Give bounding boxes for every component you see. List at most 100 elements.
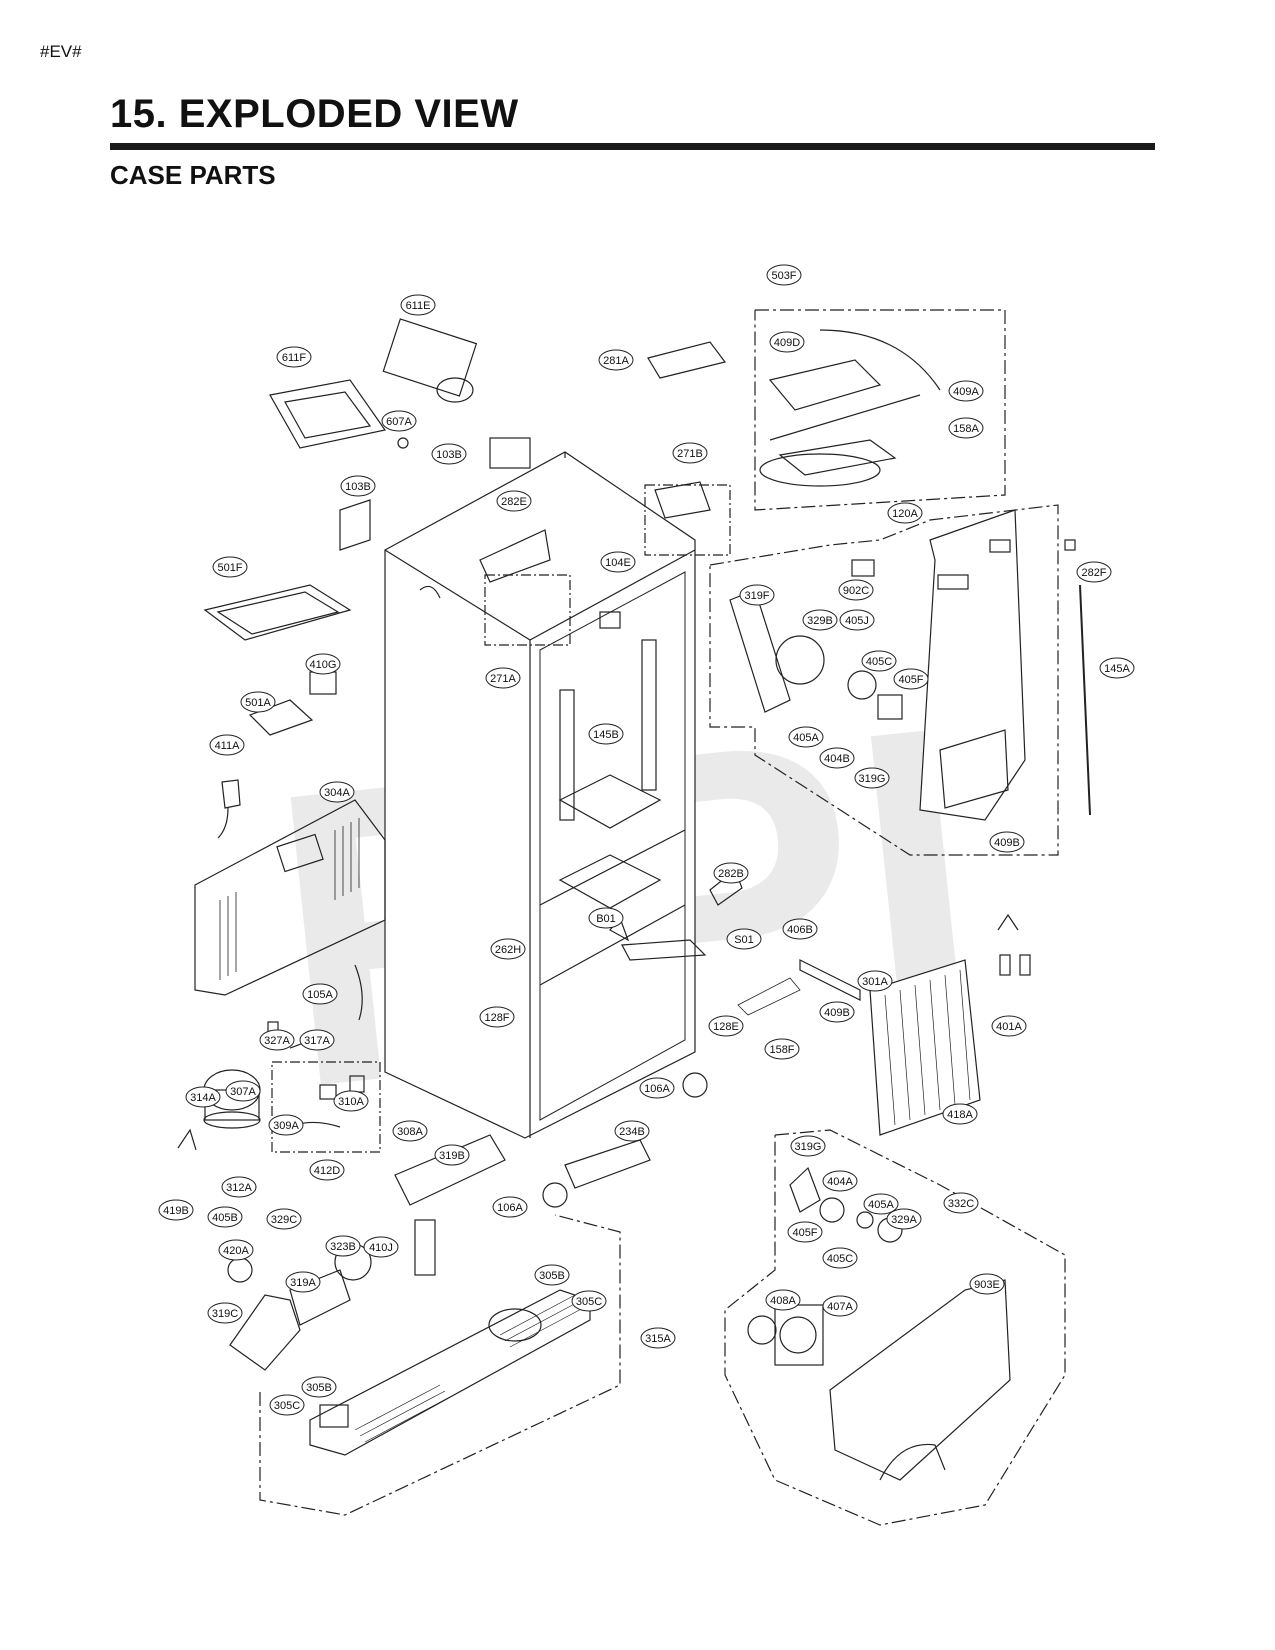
part-callout: 305C <box>571 1290 607 1312</box>
callout-oval <box>240 691 276 713</box>
part-callout: 145B <box>588 723 624 745</box>
part-callout: 409A <box>948 380 984 402</box>
part-number: 409B <box>824 1007 850 1019</box>
part-number: 282E <box>501 496 527 508</box>
part-callout: 106A <box>492 1196 528 1218</box>
part-number: 329C <box>271 1214 297 1226</box>
part-callout: 271B <box>672 442 708 464</box>
part-callout: 405A <box>863 1193 899 1215</box>
part-number: 234B <box>619 1126 645 1138</box>
callout-oval <box>225 1080 261 1102</box>
callout-oval <box>991 1015 1027 1037</box>
part-callout: 409D <box>769 331 805 353</box>
part-number: 314A <box>190 1092 216 1104</box>
part-number: 404A <box>827 1176 853 1188</box>
part-number: 319C <box>212 1308 238 1320</box>
callout-oval <box>212 556 248 578</box>
part-number: 104E <box>605 557 631 569</box>
part-callout: 319G <box>790 1135 826 1157</box>
part-callout: 262H <box>490 938 526 960</box>
callout-oval <box>863 1193 899 1215</box>
part-number: 301A <box>862 976 888 988</box>
part-number: 407A <box>827 1301 853 1313</box>
callout-oval <box>764 1038 800 1060</box>
callout-oval <box>285 1271 321 1293</box>
part-callout: 420A <box>218 1239 254 1261</box>
part-callout: 405F <box>787 1221 823 1243</box>
callout-oval <box>640 1327 676 1349</box>
part-callout: 332C <box>943 1192 979 1214</box>
callout-oval <box>857 970 893 992</box>
part-drawings <box>177 309 1091 1526</box>
callout-oval <box>790 1135 826 1157</box>
callout-oval <box>496 490 532 512</box>
part-callout: 104E <box>600 551 636 573</box>
part-number: 903E <box>974 1279 1000 1291</box>
callout-oval <box>299 1029 335 1051</box>
callout-oval <box>431 443 467 465</box>
part-callout: 282B <box>713 862 749 884</box>
part-callout: 282F <box>1076 561 1112 583</box>
callout-oval <box>822 1295 858 1317</box>
part-callout: 501F <box>212 556 248 578</box>
part-number: 405B <box>212 1212 238 1224</box>
callout-oval <box>969 1273 1005 1295</box>
part-callout: 611E <box>400 294 436 316</box>
callout-oval <box>185 1086 221 1108</box>
callout-oval <box>325 1235 361 1257</box>
part-callout: 410G <box>305 653 341 675</box>
callout-oval <box>207 1302 243 1324</box>
part-callout: 611F <box>276 346 312 368</box>
part-number: 310A <box>338 1096 364 1108</box>
part-number: 106A <box>497 1202 523 1214</box>
part-number: 404B <box>824 753 850 765</box>
callout-oval <box>305 653 341 675</box>
part-callout: 501A <box>240 691 276 713</box>
part-callout: 319F <box>739 584 775 606</box>
part-number: 103B <box>345 481 371 493</box>
part-number: 405C <box>827 1253 853 1265</box>
part-number: 158A <box>953 423 979 435</box>
callout-oval <box>534 1264 570 1286</box>
part-number: 305C <box>274 1400 300 1412</box>
page-title: 15. EXPLODED VIEW <box>110 92 519 136</box>
part-callout: 103B <box>340 475 376 497</box>
part-callout: 309A <box>268 1114 304 1136</box>
part-number: 120A <box>892 508 918 520</box>
part-callout: 301A <box>857 970 893 992</box>
part-number: 312A <box>226 1182 252 1194</box>
part-number: 307A <box>230 1086 256 1098</box>
callout-oval <box>765 1289 801 1311</box>
callout-oval <box>218 1239 254 1261</box>
part-callout: 319C <box>207 1302 243 1324</box>
part-number: 282B <box>718 868 744 880</box>
part-number: 319F <box>744 590 769 602</box>
part-number: 408A <box>770 1295 796 1307</box>
part-number: 262H <box>495 944 521 956</box>
part-number: 406B <box>787 924 813 936</box>
callout-oval <box>588 907 624 929</box>
callout-oval <box>492 1196 528 1218</box>
callout-oval <box>948 417 984 439</box>
callout-oval <box>708 1015 744 1037</box>
callout-oval <box>276 346 312 368</box>
part-callout: 319B <box>434 1144 470 1166</box>
part-number: 410J <box>369 1242 393 1254</box>
part-number: 128F <box>484 1012 509 1024</box>
part-callout: 329A <box>886 1208 922 1230</box>
part-callout: 607A <box>381 410 417 432</box>
part-callout: 503F <box>766 264 802 286</box>
callout-oval <box>948 380 984 402</box>
callout-oval <box>434 1144 470 1166</box>
part-number: 327A <box>264 1035 290 1047</box>
callout-oval <box>268 1114 304 1136</box>
part-callout: 314A <box>185 1086 221 1108</box>
callout-oval <box>861 650 897 672</box>
part-number: 329B <box>807 615 833 627</box>
part-number: 501F <box>217 562 242 574</box>
callout-oval <box>802 609 838 631</box>
callout-oval <box>713 862 749 884</box>
callout-oval <box>819 1001 855 1023</box>
part-number: 106A <box>644 1083 670 1095</box>
